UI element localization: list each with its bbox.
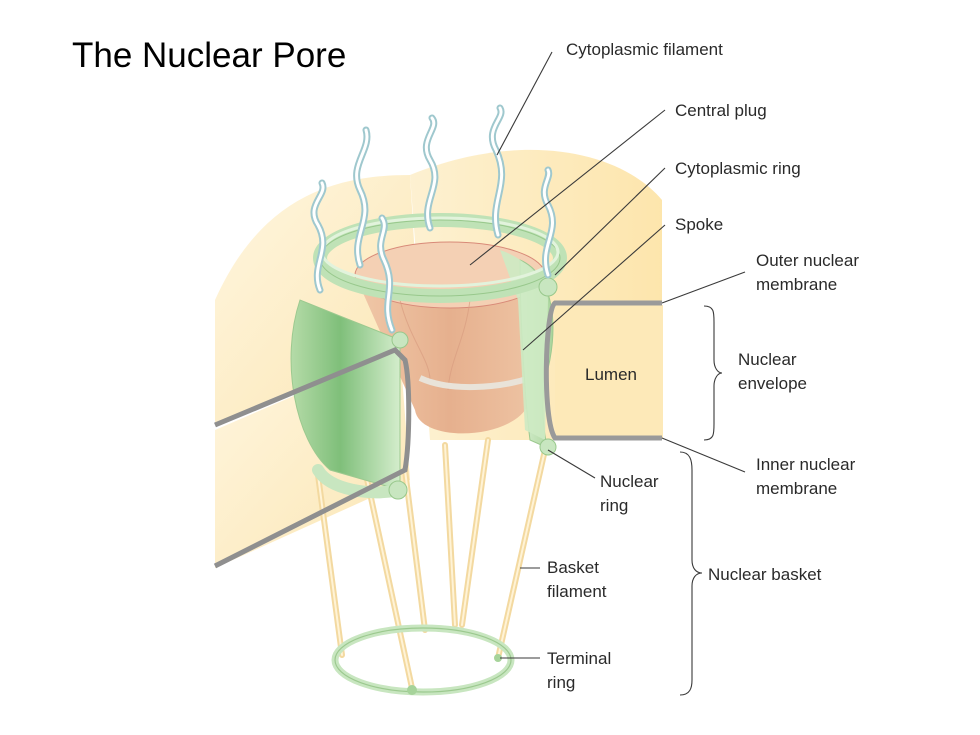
- left-spoke-wall: [290, 299, 401, 491]
- label-nuclear-envelope-line1: Nuclear: [738, 350, 797, 369]
- nuclear-envelope-brace: [703, 305, 723, 441]
- label-inner-nuclear-membrane-line2: membrane: [756, 479, 837, 498]
- terminal-ring: [331, 624, 515, 696]
- label-outer-nuclear-membrane-line2: membrane: [756, 275, 837, 294]
- label-cytoplasmic-filament: Cytoplasmic filament: [566, 40, 723, 59]
- label-basket-filament-line2: filament: [547, 582, 607, 601]
- envelope-left-sheet: [215, 175, 420, 425]
- nuclear-basket-brace: [679, 451, 703, 696]
- label-nuclear-ring-line1: Nuclear: [600, 472, 659, 491]
- leader-lines: [469, 51, 746, 659]
- label-nuclear-basket: Nuclear basket: [708, 565, 822, 584]
- label-lumen: Lumen: [585, 365, 637, 384]
- label-central-plug: Central plug: [675, 101, 767, 120]
- lumen-region: [555, 305, 663, 438]
- label-terminal-ring-line1: Terminal: [547, 649, 611, 668]
- basket-filaments: [315, 437, 548, 691]
- label-terminal-ring-line2: ring: [547, 673, 575, 692]
- label-basket-filament-line1: Basket: [547, 558, 599, 577]
- right-pore-membrane: [543, 300, 662, 441]
- membranes: [213, 300, 662, 569]
- label-cytoplasmic-ring: Cytoplasmic ring: [675, 159, 801, 178]
- label-outer-nuclear-membrane-line1: Outer nuclear: [756, 251, 859, 270]
- left-outer-membrane: [213, 347, 412, 569]
- label-inner-nuclear-membrane-line1: Inner nuclear: [756, 455, 856, 474]
- page-title: The Nuclear Pore: [72, 36, 347, 75]
- label-nuclear-envelope-line2: envelope: [738, 374, 807, 393]
- nuclear-ring: [312, 438, 557, 500]
- label-nuclear-ring-line2: ring: [600, 496, 628, 515]
- spoke-ring: [290, 250, 554, 491]
- label-spoke: Spoke: [675, 215, 723, 234]
